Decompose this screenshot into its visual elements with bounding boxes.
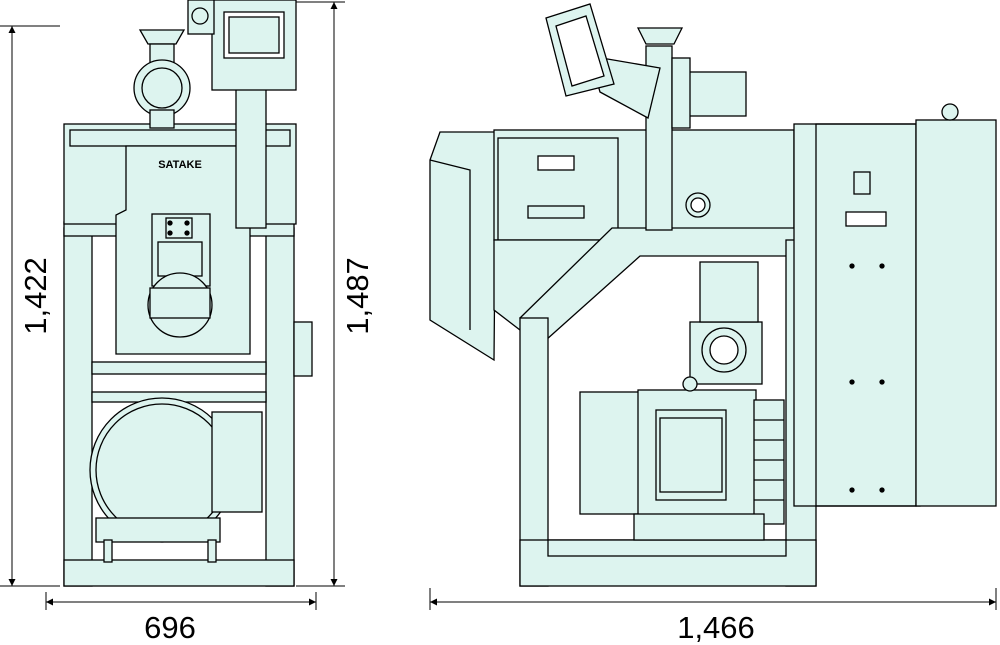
dimension-lines (0, 1, 997, 610)
front-inlet-funnel (138, 29, 186, 45)
side-right-cabinet (915, 119, 997, 507)
front-view: SATAKE (63, 0, 313, 587)
front-mid-beam (91, 361, 267, 375)
side-left-housing (429, 131, 497, 362)
dim-front-width: 696 (144, 610, 196, 645)
side-small-motor (681, 71, 747, 117)
side-motor-guard (579, 391, 645, 515)
front-control-column (235, 87, 267, 229)
front-bottom-beam (63, 559, 295, 587)
side-inlet-funnel (636, 27, 684, 45)
front-side-duct (293, 321, 313, 377)
dim-front-height-left: 1,422 (18, 257, 53, 335)
dim-front-height-right: 1,487 (340, 257, 375, 335)
front-right-leg (265, 227, 295, 587)
dim-side-length: 1,466 (677, 610, 755, 645)
side-view (429, 3, 997, 587)
front-left-leg (63, 227, 93, 587)
side-motor-fan (753, 399, 785, 525)
brand-label: SATAKE (158, 159, 202, 171)
